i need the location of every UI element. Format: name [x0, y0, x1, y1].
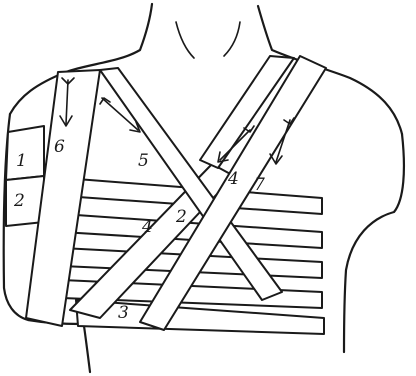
label-band-2-left: 2	[13, 191, 25, 211]
label-band-1: 1	[16, 151, 27, 171]
label-band-2-center: 2	[175, 207, 187, 227]
neck-fold-right	[224, 22, 240, 56]
torso-bottom-left	[84, 326, 90, 372]
label-band-5: 5	[138, 151, 149, 171]
label-band-3: 3	[118, 303, 129, 323]
neck-fold-left	[176, 22, 194, 58]
right-side-outline	[344, 134, 404, 352]
label-band-4-center: 4	[141, 217, 153, 237]
label-band-4-right: 4	[227, 169, 239, 189]
label-band-6: 6	[54, 137, 65, 157]
label-band-7: 7	[254, 175, 265, 195]
